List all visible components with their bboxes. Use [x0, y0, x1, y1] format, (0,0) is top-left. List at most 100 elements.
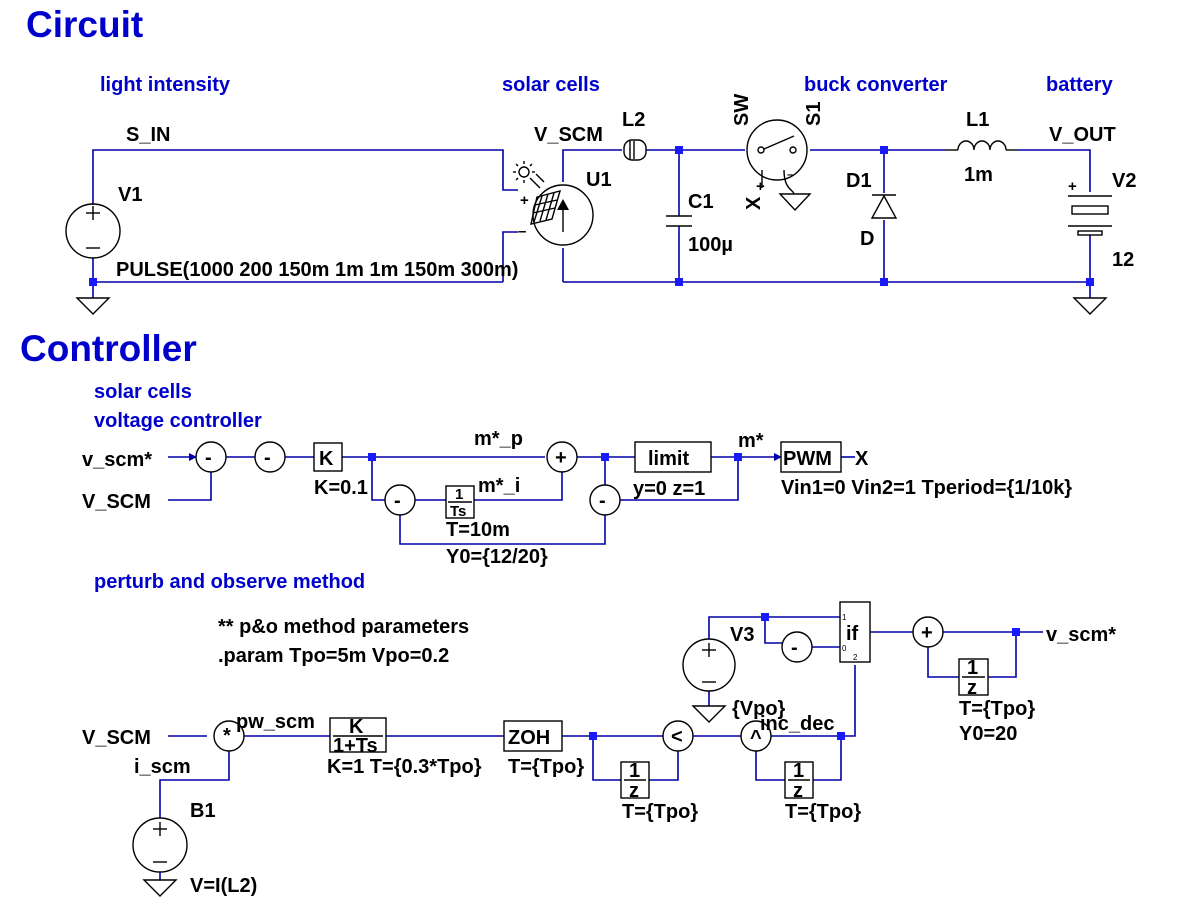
controller-junctions [368, 453, 742, 461]
multiply-block[interactable]: * [213, 720, 245, 752]
delay1-t: T={Tpo} [622, 801, 698, 823]
inductor-l1[interactable] [945, 140, 1018, 151]
circuit-junctions [89, 146, 1094, 286]
current-source-b1[interactable] [132, 817, 188, 873]
label-buck-converter: buck converter [804, 74, 948, 96]
sum-block-error1[interactable]: - [195, 441, 227, 473]
svg-text:if: if [846, 623, 859, 645]
if-block[interactable]: if 1 0 2 [839, 601, 871, 663]
svg-text:<: < [671, 726, 683, 748]
l1-value: 1m [964, 164, 993, 186]
solar-cell-u1[interactable]: + – [518, 184, 594, 246]
b1-name: B1 [190, 800, 216, 822]
s1-name: S1 [803, 102, 825, 126]
svg-text:2: 2 [853, 653, 858, 662]
label-sc-controller-line1: solar cells [94, 381, 192, 403]
input-v-scm-ref: v_scm* [82, 449, 152, 471]
svg-text:+: + [756, 178, 765, 195]
sum-block-accumulator[interactable]: + [912, 616, 944, 648]
net-inc-dec: inc_dec [760, 713, 834, 735]
svg-text:-: - [599, 490, 606, 512]
l2-name: L2 [622, 109, 645, 131]
capacitor-c1[interactable] [666, 215, 692, 227]
po-output-v-scm-ref: v_scm* [1046, 624, 1116, 646]
v3-value: {Vpo} [732, 698, 786, 720]
switch-control-x: X [743, 196, 765, 210]
pwm-param: Vin1=0 Vin2=1 Tperiod={1/10k} [781, 477, 1072, 499]
battery-v2[interactable]: + [1068, 178, 1112, 236]
ground-icon [691, 705, 727, 723]
svg-text:–: – [787, 169, 793, 181]
net-pw-scm: pw_scm [236, 711, 315, 733]
svg-text:-: - [264, 447, 271, 469]
svg-text:-: - [205, 447, 212, 469]
l1-name: L1 [966, 109, 989, 131]
negate-block[interactable]: - [781, 631, 813, 663]
delay2-t: T={Tpo} [785, 801, 861, 823]
svg-text:1: 1 [967, 657, 978, 679]
delay-block-2[interactable]: 1 z [784, 760, 814, 802]
circuit-wires [92, 149, 1091, 298]
svg-text:K: K [319, 448, 334, 470]
voltage-source-v3[interactable] [682, 638, 736, 692]
svg-text:z: z [793, 780, 803, 802]
sum-block-p-plus-i[interactable]: + [546, 441, 578, 473]
svg-text:Ts: Ts [450, 503, 466, 520]
svg-text:1: 1 [842, 613, 847, 622]
sum-block-antiwindup[interactable]: - [384, 484, 416, 516]
switch-s1[interactable]: + – [746, 119, 812, 212]
delay-block-3[interactable]: 1 z [958, 657, 989, 699]
net-v-scm: V_SCM [534, 124, 603, 146]
d1-value: D [860, 228, 874, 250]
compare-block[interactable]: < [662, 720, 694, 752]
svg-text:K: K [349, 716, 364, 738]
lowpass-block[interactable]: K 1+Ts [329, 716, 387, 757]
sum-block-error2[interactable]: - [254, 441, 286, 473]
sum-block-limit-diff[interactable]: - [589, 484, 621, 516]
label-po-method: perturb and observe method [94, 571, 365, 593]
voltage-source-v1[interactable] [65, 203, 121, 259]
integrator-block[interactable]: 1 Ts [445, 485, 475, 520]
zoh-param: T={Tpo} [508, 756, 584, 778]
net-s-in: S_IN [126, 124, 170, 146]
ground-icon [1072, 297, 1108, 315]
zoh-block[interactable]: ZOH [503, 720, 563, 752]
net-m-star: m* [738, 430, 764, 452]
po-input-i-scm: i_scm [134, 756, 191, 778]
svg-text:z: z [967, 677, 977, 699]
svg-text:limit: limit [648, 448, 689, 470]
lowpass-param: K=1 T={0.3*Tpo} [327, 756, 482, 778]
svg-text:PWM: PWM [783, 448, 832, 470]
limit-block[interactable]: limit [634, 441, 712, 473]
net-v-out: V_OUT [1049, 124, 1116, 146]
svg-text:–: – [518, 223, 526, 240]
delay-block-1[interactable]: 1 z [620, 760, 650, 802]
delay3-t: T={Tpo} [959, 698, 1035, 720]
svg-text:ZOH: ZOH [508, 727, 550, 749]
integrator-y0: Y0={12/20} [446, 546, 548, 568]
svg-text:1: 1 [793, 760, 804, 782]
svg-text:+: + [921, 622, 933, 644]
pwm-block[interactable]: PWM [780, 441, 842, 473]
d1-name: D1 [846, 170, 872, 192]
gain-block-k[interactable]: K [313, 442, 343, 472]
xor-block[interactable]: ^ [740, 720, 772, 752]
v2-value: 12 [1112, 249, 1134, 271]
svg-text:+: + [1068, 178, 1077, 195]
v2-name: V2 [1112, 170, 1136, 192]
svg-text:1: 1 [455, 486, 463, 503]
svg-text:-: - [394, 490, 401, 512]
v3-name: V3 [730, 624, 754, 646]
net-m-p: m*_p [474, 428, 523, 450]
k-param: K=0.1 [314, 477, 368, 499]
param-line1: ** p&o method parameters [218, 616, 469, 638]
po-input-v-scm: V_SCM [82, 727, 151, 749]
diode-d1[interactable] [870, 194, 898, 219]
po-wires [159, 616, 1043, 818]
inductor-l2[interactable] [623, 139, 647, 161]
c1-value: 100µ [688, 234, 733, 256]
svg-text:-: - [791, 637, 798, 659]
param-line2: .param Tpo=5m Vpo=0.2 [218, 645, 449, 667]
svg-text:1: 1 [629, 760, 640, 782]
